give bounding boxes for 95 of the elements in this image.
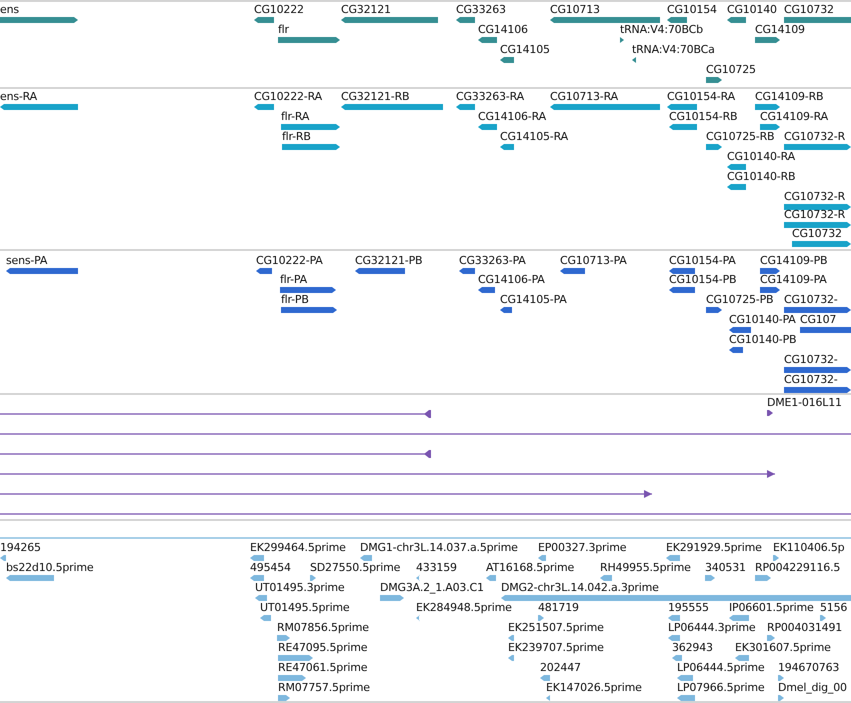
feature-label: EK251507.5prime — [508, 621, 604, 634]
feature-label: RP004229116.5 — [755, 561, 840, 574]
feature-label: CG14109-PA — [760, 273, 827, 286]
feature-label: 495454 — [250, 561, 291, 574]
feature-label: CG10713-PA — [560, 254, 627, 267]
feature-label: CG10732-R — [784, 130, 846, 143]
feature-label: LP06444.3prime — [668, 621, 756, 634]
feature-label: CG10154-PB — [669, 273, 736, 286]
feature-label: CG10140-PB — [729, 333, 796, 346]
feature-label: CG14106-PA — [478, 273, 545, 286]
feature-label: CG10725-RB — [706, 130, 774, 143]
feature-label: 5156 — [820, 601, 848, 614]
feature-label: CG10732 — [784, 3, 834, 16]
feature-label: EK301607.5prime — [735, 641, 831, 654]
feature-label: DMG2-chr3L.14.042.a.3prime — [501, 581, 659, 594]
feature-label: CG10732- — [784, 293, 838, 306]
feature-label: CG32121-PB — [355, 254, 422, 267]
feature-label: CG10154-PA — [669, 254, 736, 267]
feature-label: CG10222-PA — [256, 254, 323, 267]
feature-label: CG10732- — [784, 353, 838, 366]
feature-label: UT01495.5prime — [260, 601, 350, 614]
feature-label: CG10140 — [727, 3, 777, 16]
feature-label: IP06601.5prime — [729, 601, 814, 614]
feature-label: CG10713-RA — [550, 90, 618, 103]
feature-label: ens — [0, 3, 19, 16]
feature-label: EK284948.5prime — [416, 601, 512, 614]
feature-label: 362943 — [672, 641, 713, 654]
feature-label: RE47095.5prime — [278, 641, 368, 654]
feature-label: flr — [278, 23, 289, 36]
feature-label: CG10222 — [254, 3, 304, 16]
feature-label: flr-PA — [280, 273, 307, 286]
feature-label: bs22d10.5prime — [6, 561, 94, 574]
feature-label: sens-PA — [6, 254, 48, 267]
feature-label: 340531 — [705, 561, 746, 574]
feature-label: 433159 — [416, 561, 457, 574]
feature-label: CG10140-RB — [727, 170, 796, 183]
feature-label: EK147026.5prime — [546, 681, 642, 694]
feature-label: flr-RB — [282, 130, 311, 143]
feature-label: CG14109-RB — [755, 90, 824, 103]
feature-label: tRNA:V4:70BCb — [620, 23, 703, 36]
feature-label: CG32121 — [341, 3, 391, 16]
feature-label: RE47061.5prime — [278, 661, 368, 674]
feature-label: CG14105 — [500, 43, 550, 56]
feature-label: DMG3A.2_1.A03.C1 — [380, 581, 484, 594]
feature-label: 481719 — [538, 601, 579, 614]
feature-label: 194265 — [0, 541, 41, 554]
feature-label: CG14106-RA — [478, 110, 546, 123]
feature-label: CG32121-RB — [341, 90, 410, 103]
feature-label: SD27550.5prime — [310, 561, 400, 574]
feature-label: CG14105-PA — [500, 293, 567, 306]
feature-label: CG10732-R — [784, 208, 846, 221]
feature-label: CG14109 — [755, 23, 805, 36]
feature-label: CG33263 — [456, 3, 506, 16]
feature-label: CG14105-RA — [500, 130, 568, 143]
feature-label: ens-RA — [0, 90, 37, 103]
feature-label: Dmel_dig_00 — [778, 681, 847, 694]
feature-label: tRNA:V4:70BCa — [632, 43, 715, 56]
feature-label: EK299464.5prime — [250, 541, 346, 554]
feature-label: EP00327.3prime — [538, 541, 626, 554]
feature-label: CG33263-PA — [459, 254, 526, 267]
feature-label: DMG1-chr3L.14.037.a.5prime — [360, 541, 518, 554]
feature-label: RH49955.5prime — [600, 561, 691, 574]
feature-label: CG107 — [800, 313, 836, 326]
feature-label: CG10140-RA — [727, 150, 795, 163]
feature-label: CG10154 — [667, 3, 717, 16]
feature-label: DME1-016L11 — [767, 396, 842, 409]
feature-label: CG14109-RA — [760, 110, 828, 123]
feature-label: 202447 — [540, 661, 581, 674]
feature-label: RM07856.5prime — [277, 621, 369, 634]
feature-label: CG10725-PB — [706, 293, 774, 306]
feature-label: CG10732-R — [784, 190, 846, 203]
feature-label: CG10713 — [550, 3, 600, 16]
feature-label: LP06444.5prime — [677, 661, 764, 674]
feature-label: RP004031491 — [767, 621, 842, 634]
feature-label: flr-RA — [281, 110, 310, 123]
feature-label: CG10140-PA — [729, 313, 796, 326]
feature-label: UT01495.3prime — [255, 581, 345, 594]
feature-label: CG33263-RA — [456, 90, 524, 103]
feature-label: CG10725 — [706, 63, 756, 76]
feature-label: EK239707.5prime — [508, 641, 604, 654]
feature-label: CG10732 — [792, 227, 842, 240]
feature-label: CG10732- — [784, 373, 838, 386]
feature-label: RM07757.5prime — [278, 681, 370, 694]
feature-label: LP07966.5prime — [677, 681, 764, 694]
feature-label: EK291929.5prime — [666, 541, 762, 554]
feature-label: CG14106 — [478, 23, 528, 36]
feature-label: 194670763 — [778, 661, 840, 674]
feature-label: EK110406.5p — [773, 541, 844, 554]
feature-label: AT16168.5prime — [486, 561, 574, 574]
feature-label: CG10154-RA — [667, 90, 735, 103]
feature-label: flr-PB — [281, 293, 309, 306]
feature-label: CG14109-PB — [760, 254, 828, 267]
feature-label: 195555 — [668, 601, 709, 614]
feature-label: CG10154-RB — [669, 110, 738, 123]
feature-label: CG10222-RA — [254, 90, 322, 103]
